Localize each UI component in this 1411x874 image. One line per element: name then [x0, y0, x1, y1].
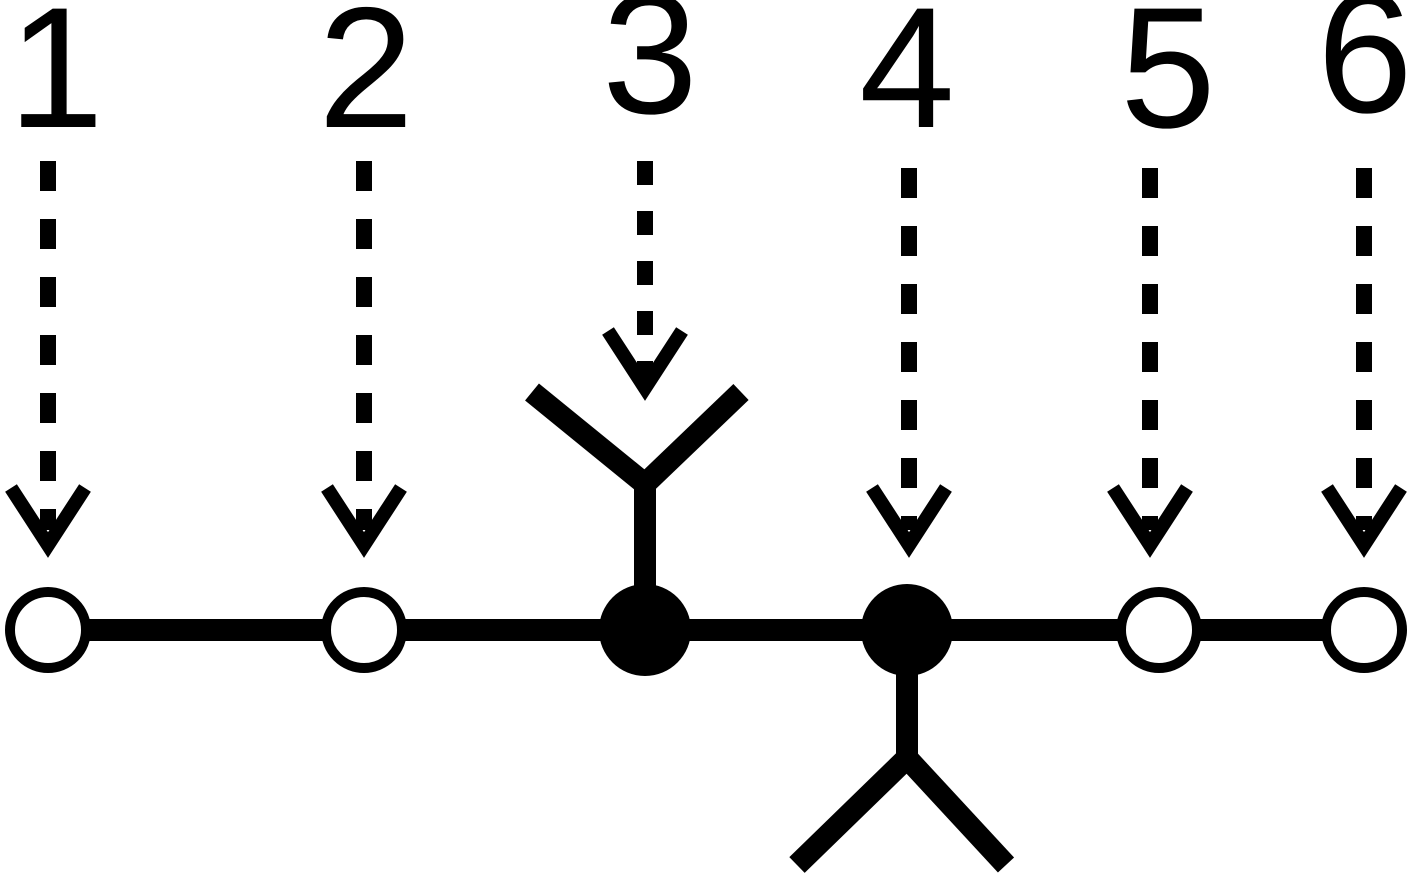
label-5: 5	[1120, 0, 1216, 164]
dashed-arrow-2	[321, 161, 407, 558]
node-5-open	[1116, 587, 1202, 673]
dashed-arrow-5	[1107, 168, 1193, 558]
dashed-arrow-3	[602, 161, 688, 401]
node-4-filled	[861, 584, 953, 676]
label-1: 1	[8, 0, 104, 164]
node-2-open	[321, 587, 407, 673]
label-2: 2	[318, 0, 414, 164]
label-6: 6	[1317, 0, 1411, 149]
node-6-open	[1321, 587, 1407, 673]
label-3: 3	[602, 0, 698, 150]
dashed-arrow-6	[1321, 168, 1407, 558]
dashed-arrow-4	[866, 168, 952, 558]
node-1-open	[5, 587, 91, 673]
label-4: 4	[859, 0, 955, 164]
dashed-arrow-1	[5, 161, 91, 558]
node-3-filled	[599, 584, 691, 676]
